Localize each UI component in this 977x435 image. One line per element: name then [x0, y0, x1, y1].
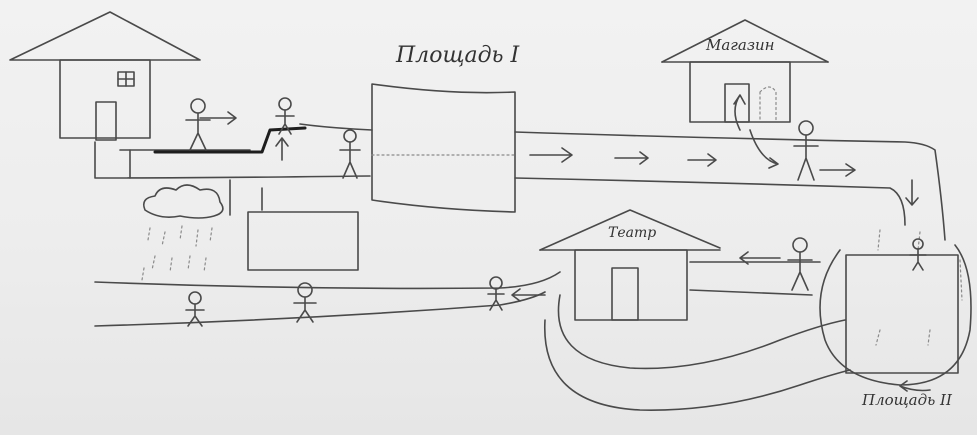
shop-label: Магазин [705, 36, 775, 54]
arrow-icon [905, 179, 919, 206]
theatre-label: Театр [608, 225, 656, 241]
square-one-label: Площадь I [395, 43, 520, 68]
theatre-loop-inner [557, 294, 846, 370]
arrow-icon [511, 288, 546, 302]
empty-lot [247, 211, 359, 271]
arrow-icon [749, 129, 779, 169]
stick-figure-icon [793, 120, 819, 181]
arrow-icon [529, 147, 573, 163]
square-two-block [819, 229, 972, 386]
arrow-icon [739, 251, 781, 265]
stick-figure-icon [487, 276, 505, 311]
stick-figure-icon [339, 129, 361, 179]
arrow-icon [614, 151, 649, 165]
lower-road-bottom [94, 291, 546, 327]
left-road-outline [94, 141, 371, 179]
route-up-arrow [275, 137, 289, 161]
arrow-icon [899, 380, 931, 392]
lower-road-top [94, 271, 561, 290]
stick-figure-icon [293, 282, 317, 323]
road-to-square-two-lower [689, 289, 813, 296]
top-road-upper-edge [299, 123, 373, 131]
top-road-lower-edge [514, 177, 906, 226]
stick-figure-icon [185, 291, 205, 327]
rain-cloud-icon [141, 184, 224, 281]
arrow-icon [199, 111, 237, 125]
arrows [199, 94, 931, 392]
stick-figure-icon [185, 98, 211, 151]
arrow-icon [733, 94, 746, 131]
stick-figure-icon [909, 238, 927, 271]
arrow-icon [819, 163, 856, 177]
house-icon [9, 11, 201, 141]
square-two-label: Площадь II [861, 391, 953, 409]
stick-figure-icon [787, 237, 813, 291]
theatre-building-icon [539, 209, 721, 321]
shop-building-icon [661, 19, 829, 123]
arrow-icon [687, 153, 717, 167]
theatre-loop-outer [544, 319, 851, 411]
square-one-block [371, 83, 516, 213]
road-lines [94, 123, 946, 411]
stick-figure-icon [275, 97, 295, 135]
top-road-upper-edge-right [514, 131, 946, 241]
